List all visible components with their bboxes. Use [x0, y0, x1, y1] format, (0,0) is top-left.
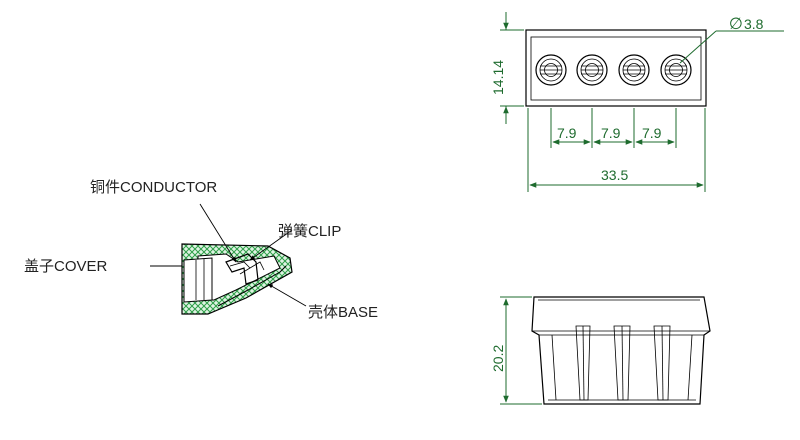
dim-height-top-text: 14.14: [490, 60, 506, 95]
dim-height-front: [500, 296, 542, 405]
dim-pitch-3-text: 7.9: [642, 125, 662, 141]
callout-clip: 弹簧CLIP: [278, 223, 341, 240]
dim-overall-width-text: 33.5: [601, 167, 628, 183]
dim-diameter-leader: [679, 30, 784, 64]
clip-leader: [249, 229, 293, 261]
front-view: 20.2: [490, 296, 711, 405]
dim-pitch-extensions: [527, 108, 706, 192]
conductor-part: [225, 253, 259, 285]
dim-height-top: [500, 12, 524, 124]
callout-base: 壳体BASE: [308, 304, 378, 321]
front-view-outline: [531, 296, 711, 405]
callout-conductor: 铜件CONDUCTOR: [90, 179, 217, 196]
diameter-symbol: ∅: [729, 16, 743, 33]
cover-part: [183, 257, 213, 303]
hole-4: [660, 54, 692, 86]
dim-pitch-1-text: 7.9: [557, 125, 577, 141]
hole-3: [618, 54, 650, 86]
conductor-leader: [199, 203, 237, 263]
front-view-ribs: [551, 325, 693, 401]
dim-height-front-text: 20.2: [490, 345, 506, 372]
hole-2: [576, 54, 608, 86]
dim-pitch-2-text: 7.9: [601, 125, 621, 141]
callout-cover: 盖子COVER: [24, 258, 108, 275]
base-leader: [267, 283, 307, 307]
hole-1: [535, 54, 567, 86]
top-view-outer-outline: [525, 29, 707, 107]
dim-diameter-text: 3.8: [744, 16, 764, 32]
top-view-inner-outline: [530, 36, 702, 101]
top-view: 14.14 ∅ 3.8 7.9 7.9 7.9 33.5: [490, 12, 784, 192]
section-view: [150, 203, 307, 315]
